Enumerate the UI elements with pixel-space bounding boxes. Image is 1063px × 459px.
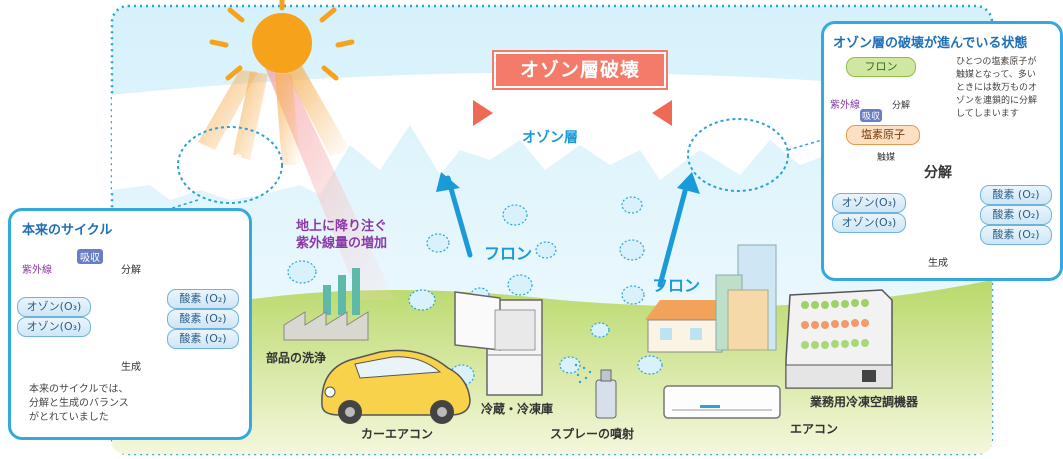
sun-rays [198,60,395,300]
uv-absorption-label: 紫外線 の吸収 [206,153,243,183]
cycle-note: 本来のサイクルでは、 分解と生成のバランス がとれていました [29,384,129,423]
panel-title: オゾン層の破壊が進んでいる状態 [833,36,1028,51]
uv-increase-label: 地上に降り注ぐ 紫外線量の増加 [296,219,388,251]
decompose-label: 分解 [121,265,141,276]
fridge-icon [454,291,543,396]
uv-absorption-circle [177,126,283,204]
oxygen-pill: 酸素 (O₂) [167,329,239,349]
freon-label-right: フロン [652,276,701,295]
panel-title: 本来のサイクル [22,223,113,238]
air-conditioner-icon [663,385,781,419]
freon-clouds [287,196,663,386]
label-car-aircon: カーエアコン [361,427,434,441]
freon-label-left: フロン [484,244,533,263]
ozone-pill: オゾン(O₃) [17,317,91,337]
catalyst-label: 触媒 [877,153,896,163]
oxygen-pill: 酸素 (O₂) [980,185,1052,205]
freon-pill: フロン [846,57,916,77]
building-icon [715,244,777,351]
ozone-pill: オゾン(O₃) [832,213,906,233]
freon-arrow-head-left [436,172,460,192]
absorb-badge: 吸収 [77,249,103,264]
chlorine-pill: 塩素原子 [846,125,920,145]
label-parts-cleaning: 部品の洗浄 [266,351,327,365]
oxygen-pill: 酸素 (O₂) [980,225,1052,245]
spray-can-icon [574,363,617,419]
house-icon [645,300,725,353]
label-fridge: 冷蔵・冷凍庫 [481,402,554,416]
marker-left [473,100,493,126]
oxygen-pill: 酸素 (O₂) [167,309,239,329]
generate-label: 生成 [121,362,141,373]
ozone-hole-circle [687,118,789,192]
oxygen-pill: 酸素 (O₂) [167,289,239,309]
factory-icon [283,268,369,341]
label-commercial: 業務用冷凍空調機器 [810,395,919,409]
page-title: オゾン層破壊 [494,52,666,88]
destruction-note: ひとつの塩素原子が 触媒となって、多い ときには数万ものオ ゾンを連鎖的に分解 … [956,57,1038,119]
uv-label: 紫外線 [830,100,860,111]
sun-icon [209,0,355,81]
freon-arrows [445,175,691,288]
ozone-pill: オゾン(O₃) [17,297,91,317]
label-spray: スプレーの噴射 [550,427,635,441]
generate-label: 生成 [928,258,948,269]
original-cycle-panel: 本来のサイクル 紫外線 吸収 分解 生成 オゾン(O₃) オゾン(O₃) 酸素 … [8,208,252,440]
marker-right [652,100,672,126]
showcase-icon [785,289,893,389]
ozone-pill: オゾン(O₃) [832,193,906,213]
absorb-badge: 吸収 [860,109,883,122]
decompose-label: 分解 [924,165,952,181]
oxygen-pill: 酸素 (O₂) [980,205,1052,225]
freon-arrow-head-right [677,172,700,194]
decompose-small-label: 分解 [892,101,911,111]
connector-left [149,199,199,216]
ozone-destruction-panel: オゾン層の破壊が進んでいる状態 フロン 紫外線 吸収 分解 塩素原子 触媒 分解… [821,21,1063,281]
uv-label: 紫外線 [22,265,52,276]
ozone-layer-label: オゾン層 [522,130,578,146]
car-icon [321,349,471,424]
label-aircon: エアコン [790,422,839,436]
